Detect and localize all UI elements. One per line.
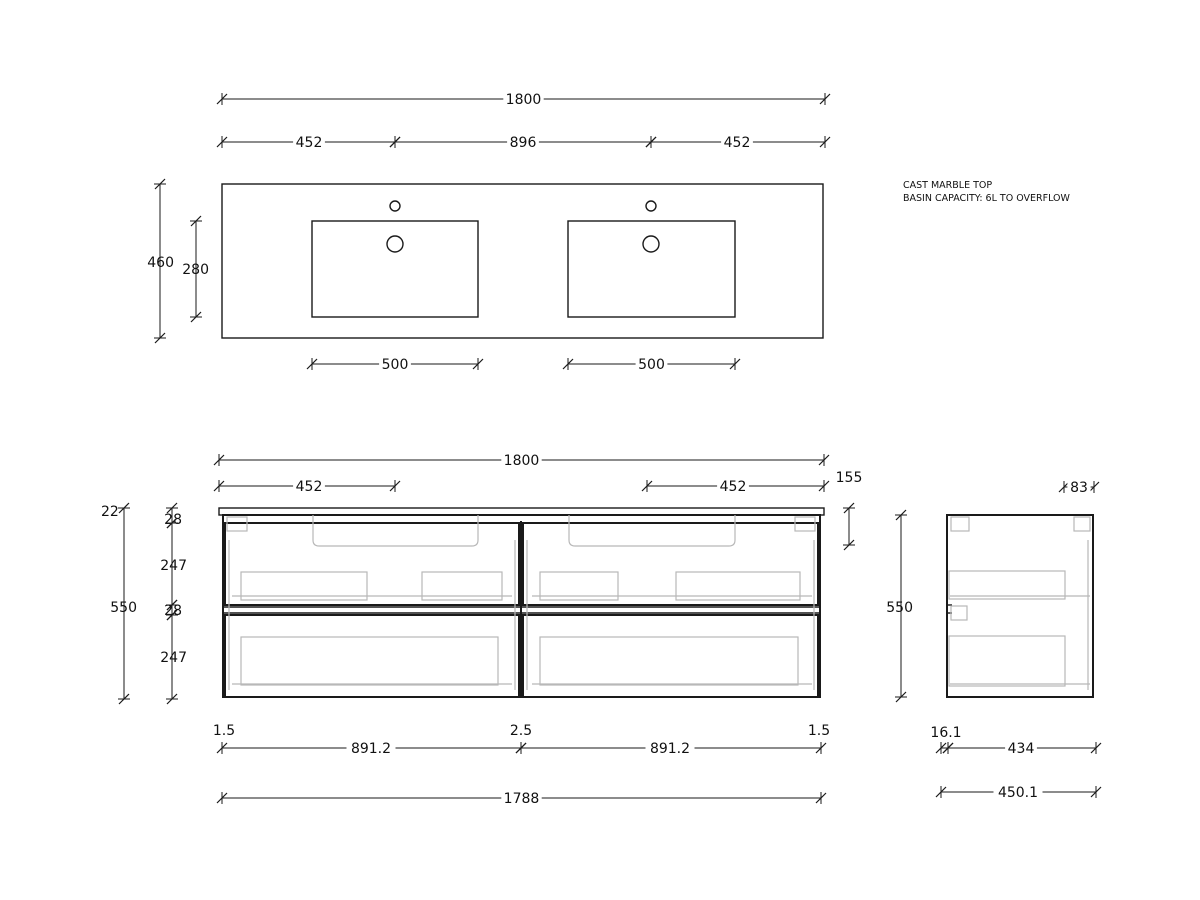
side-overall-depth-dim-label: 450.1 bbox=[998, 785, 1038, 801]
front-left-offset-dim: 452 bbox=[213, 477, 401, 495]
side-height-dim-label: 550 bbox=[886, 600, 913, 616]
side-carcass-depth-dim: 434 bbox=[942, 739, 1102, 757]
plan-basin-right-dim: 500 bbox=[562, 355, 741, 373]
waste-hole-left bbox=[386, 235, 404, 253]
front-drawer-height-bottom-dim: 247 bbox=[160, 609, 187, 705]
front-height-dim-label: 550 bbox=[110, 600, 137, 616]
drawer-front-bottom-right bbox=[522, 614, 819, 698]
front-overall-width-dim: 1800 bbox=[213, 451, 830, 469]
tap-hole-right bbox=[645, 200, 657, 212]
front-left-offset-dim-label: 452 bbox=[296, 479, 323, 495]
front-top-overhang-dim-label: 155 bbox=[836, 470, 863, 486]
plan-total-depth-dim-label: 460 bbox=[147, 255, 174, 271]
front-drawer-right-dim-label: 891.2 bbox=[650, 741, 690, 757]
front-top-thickness-label: 22 bbox=[101, 504, 119, 520]
side-view bbox=[946, 514, 1094, 698]
drawer-front-bottom-left bbox=[224, 614, 520, 698]
front-drawer-height-top-dim: 247 bbox=[160, 517, 187, 611]
side-door-thickness-label: 16.1 bbox=[930, 725, 961, 741]
side-height-dim: 550 bbox=[886, 509, 913, 703]
plan-basin-depth-dim: 280 bbox=[182, 215, 209, 323]
plan-basin-depth-dim-label: 280 bbox=[182, 262, 209, 278]
front-gap-center-label: 2.5 bbox=[510, 723, 532, 739]
plan-overall-width-dim-label: 1800 bbox=[506, 92, 542, 108]
plan-right-offset-dim-label: 452 bbox=[724, 135, 751, 151]
front-gap-right-label: 1.5 bbox=[808, 723, 830, 739]
marble-top-outline bbox=[221, 183, 824, 339]
front-right-offset-dim-label: 452 bbox=[720, 479, 747, 495]
drawer-front-top-left bbox=[224, 522, 520, 606]
front-top-slab bbox=[218, 507, 825, 516]
front-view bbox=[218, 507, 825, 698]
front-drawer-height-bottom-dim-label: 247 bbox=[160, 650, 187, 666]
front-drawer-left-dim-label: 891.2 bbox=[351, 741, 391, 757]
side-hidden-lines bbox=[948, 516, 1091, 690]
note-cast-marble: CAST MARBLE TOP bbox=[903, 180, 992, 191]
plan-center-spacing-dim: 896 bbox=[389, 133, 657, 151]
front-drawer-height-top-dim-label: 247 bbox=[160, 558, 187, 574]
plan-left-offset-dim: 452 bbox=[216, 133, 401, 151]
side-carcass-depth-dim-label: 434 bbox=[1008, 741, 1035, 757]
front-top-overhang-dim: 155 bbox=[836, 470, 863, 551]
side-top-overhang-dim-label: 83 bbox=[1070, 480, 1088, 496]
front-drawer-right-dim: 891.2 bbox=[515, 739, 827, 757]
plan-total-depth-dim: 460 bbox=[147, 178, 174, 344]
plan-view bbox=[221, 183, 824, 339]
front-height-dim: 550 bbox=[110, 502, 137, 705]
side-cabinet-outline bbox=[946, 514, 1094, 698]
basin-right bbox=[567, 220, 736, 318]
drawer-front-top-right bbox=[522, 522, 819, 606]
plan-left-offset-dim-label: 452 bbox=[296, 135, 323, 151]
basin-left bbox=[311, 220, 479, 318]
front-drawer-gap-top-dim-label: 28 bbox=[164, 512, 182, 528]
plan-basin-right-dim-label: 500 bbox=[638, 357, 665, 373]
side-overall-depth-dim: 450.1 bbox=[935, 783, 1102, 801]
front-drawer-gap-mid-dim-label: 28 bbox=[164, 603, 182, 619]
side-top-overhang-dim: 83 bbox=[1058, 478, 1100, 496]
front-drawer-gap-top-dim: 28 bbox=[164, 502, 182, 529]
plan-right-offset-dim: 452 bbox=[645, 133, 831, 151]
front-hidden-lines bbox=[226, 515, 816, 690]
front-right-offset-dim: 452 bbox=[641, 477, 830, 495]
plan-basin-left-dim-label: 500 bbox=[382, 357, 409, 373]
note-basin-capacity: BASIN CAPACITY: 6L TO OVERFLOW bbox=[903, 193, 1071, 204]
front-cabinet-width-dim: 1788 bbox=[216, 789, 827, 807]
plan-basin-left-dim: 500 bbox=[306, 355, 484, 373]
plan-center-spacing-dim-label: 896 bbox=[510, 135, 537, 151]
waste-hole-right bbox=[642, 235, 660, 253]
front-gap-left-label: 1.5 bbox=[213, 723, 235, 739]
front-cabinet-width-dim-label: 1788 bbox=[504, 791, 540, 807]
tap-hole-left bbox=[389, 200, 401, 212]
plan-overall-width-dim: 1800 bbox=[216, 90, 831, 108]
front-overall-width-dim-label: 1800 bbox=[504, 453, 540, 469]
dimension-lines: 1800 452 896 452 460 280 500 500 1800 452 452 155 55… bbox=[101, 90, 1102, 807]
front-drawer-left-dim: 891.2 bbox=[216, 739, 527, 757]
front-drawer-gap-mid-dim: 28 bbox=[164, 599, 182, 621]
